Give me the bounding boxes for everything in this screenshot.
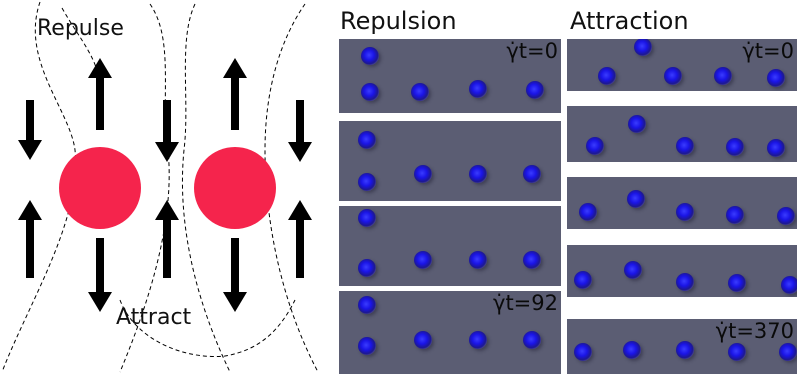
colloid-sphere xyxy=(728,343,746,361)
interaction-schematic xyxy=(1,1,319,373)
colloid-sphere xyxy=(526,81,544,99)
colloid-sphere xyxy=(781,276,797,294)
colloid-sphere xyxy=(628,115,646,133)
colloid-sphere xyxy=(358,173,376,191)
colloid-sphere xyxy=(598,67,616,85)
arrow-head xyxy=(88,292,112,312)
snapshot-panel xyxy=(339,206,561,286)
arrow-shaft xyxy=(231,78,239,130)
colloid-sphere xyxy=(664,67,682,85)
time-stamp: γ̇t=92 xyxy=(493,291,558,315)
colloid-sphere xyxy=(634,39,652,56)
colloid-sphere xyxy=(676,203,694,221)
colloid-sphere xyxy=(676,273,694,291)
snapshot-panel: γ̇t=92 xyxy=(339,291,561,374)
colloid-sphere xyxy=(411,83,429,101)
arrow-head xyxy=(18,140,42,160)
arrow-head xyxy=(288,200,312,220)
colloid-sphere xyxy=(714,67,732,85)
field-line xyxy=(181,3,231,373)
snapshot-panel: γ̇t=370 xyxy=(567,319,797,374)
colloid-sphere xyxy=(358,337,376,355)
colloid-sphere xyxy=(728,274,746,292)
colloid-sphere xyxy=(414,331,432,349)
colloid-sphere xyxy=(469,251,487,269)
colloid-sphere xyxy=(777,207,795,225)
snapshot-panel: γ̇t=0 xyxy=(339,39,561,113)
arrow-head xyxy=(18,200,42,220)
colloid-sphere xyxy=(726,138,744,156)
arrow-shaft xyxy=(296,220,304,278)
arrow-head xyxy=(88,58,112,78)
arrow-shaft xyxy=(163,100,171,142)
snapshot-panel: γ̇t=0 xyxy=(567,39,797,91)
colloid-sphere xyxy=(676,137,694,155)
colloid-sphere xyxy=(358,259,376,277)
attraction-title: Attraction xyxy=(570,7,689,35)
colloid-sphere xyxy=(358,209,376,227)
colloid-sphere xyxy=(358,296,376,314)
field-line xyxy=(1,1,77,373)
colloid-sphere xyxy=(414,165,432,183)
field-line xyxy=(264,3,319,373)
colloid-sphere xyxy=(627,190,645,208)
repulse-label: Repulse xyxy=(37,16,124,41)
snapshot-panel xyxy=(567,177,797,229)
colloid-sphere xyxy=(767,139,785,157)
force-arrows xyxy=(18,58,312,312)
arrow-head xyxy=(288,142,312,162)
colloid-sphere xyxy=(358,131,376,149)
colloid-sphere xyxy=(676,341,694,359)
arrow-shaft xyxy=(96,78,104,130)
arrow-head xyxy=(155,200,179,220)
arrow-head xyxy=(223,58,247,78)
arrow-shaft xyxy=(26,100,34,140)
colloid-sphere xyxy=(414,251,432,269)
colloid-sphere xyxy=(361,83,379,101)
colloid-sphere xyxy=(779,343,797,361)
arrow-shaft xyxy=(163,220,171,278)
colloid-sphere xyxy=(523,165,541,183)
arrow-shaft xyxy=(26,220,34,278)
particle-left xyxy=(59,147,141,229)
field-line xyxy=(119,299,296,358)
snapshot-panel xyxy=(339,121,561,201)
colloid-sphere xyxy=(469,80,487,98)
colloid-sphere xyxy=(726,206,744,224)
snapshot-panel xyxy=(567,106,797,162)
colloid-sphere xyxy=(586,137,604,155)
arrow-shaft xyxy=(96,238,104,292)
arrow-head xyxy=(155,142,179,162)
colloid-sphere xyxy=(361,47,379,65)
colloid-sphere xyxy=(579,203,597,221)
arrow-head xyxy=(223,292,247,312)
arrow-shaft xyxy=(231,238,239,292)
arrow-shaft xyxy=(296,100,304,142)
particle-right xyxy=(194,147,276,229)
time-stamp: γ̇t=370 xyxy=(715,319,794,343)
attract-label: Attract xyxy=(116,305,192,330)
colloid-sphere xyxy=(624,261,642,279)
time-stamp: γ̇t=0 xyxy=(506,39,558,63)
snapshot-panel xyxy=(567,245,797,297)
time-stamp: γ̇t=0 xyxy=(742,39,794,63)
colloid-sphere xyxy=(469,331,487,349)
colloid-sphere xyxy=(469,165,487,183)
colloid-sphere xyxy=(767,69,785,87)
field-line xyxy=(61,7,101,91)
colloid-sphere xyxy=(523,251,541,269)
colloid-sphere xyxy=(623,341,641,359)
repulsion-title: Repulsion xyxy=(340,7,457,35)
colloid-sphere xyxy=(574,343,592,361)
colloid-sphere xyxy=(523,331,541,349)
field-lines xyxy=(1,1,319,373)
colloid-sphere xyxy=(574,271,592,289)
